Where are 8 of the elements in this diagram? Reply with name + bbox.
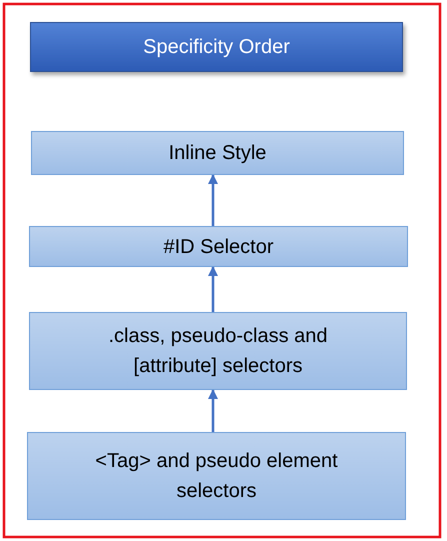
process-box: #ID Selector	[29, 226, 408, 267]
arrow	[208, 389, 218, 432]
arrow	[208, 266, 218, 312]
arrow	[208, 174, 218, 226]
process-box: Inline Style	[31, 131, 404, 175]
process-box: <Tag> and pseudo element selectors	[27, 432, 406, 520]
title-box: Specificity Order	[30, 22, 403, 72]
process-box: .class, pseudo-class and [attribute] selectors	[29, 312, 407, 390]
